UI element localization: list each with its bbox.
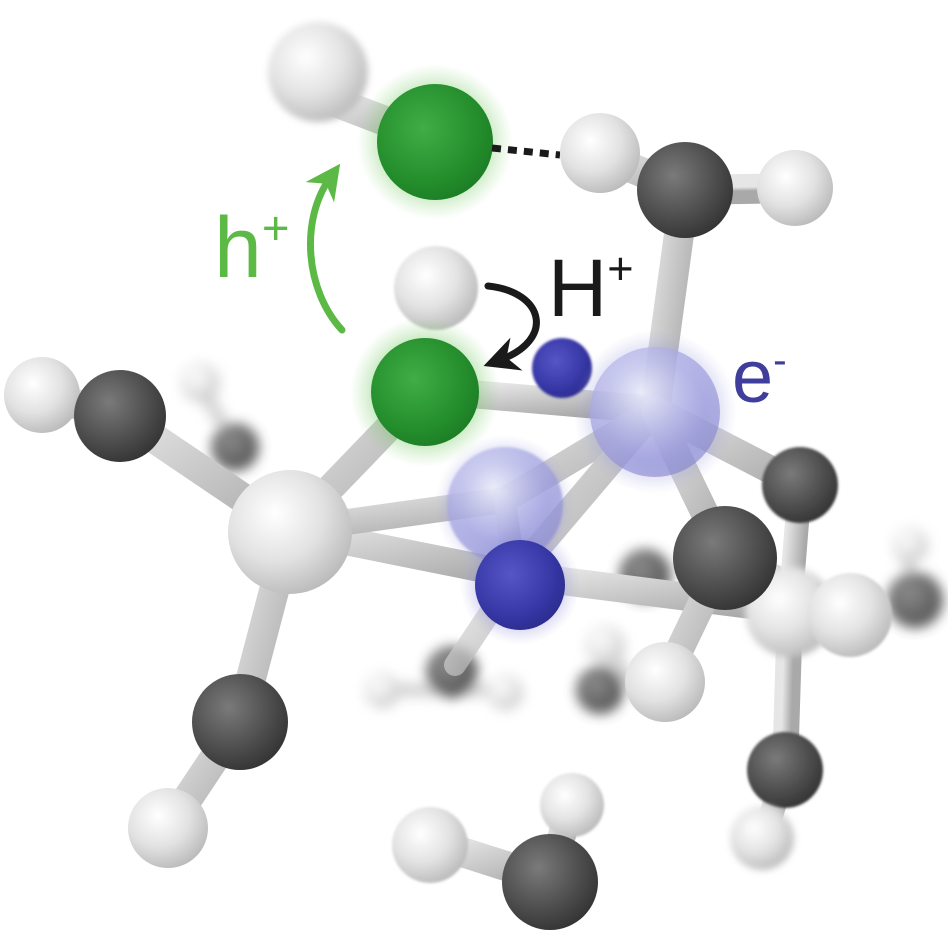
proton-transfer-arrow	[483, 282, 540, 371]
proton-label-base: H	[548, 243, 608, 334]
hydrogen-atom	[4, 357, 80, 433]
hydrogen-atom	[128, 788, 208, 868]
water-molecule-bottom	[392, 773, 604, 930]
methanol-molecule-left	[4, 357, 166, 462]
carbon-atom	[673, 506, 777, 610]
carbon-atom	[747, 732, 823, 808]
carbon-atom	[502, 834, 598, 930]
adsorbed-green-atom	[350, 317, 500, 467]
light-metal-atom	[745, 567, 835, 657]
hydrogen-atom	[560, 113, 640, 193]
electron-label-charge: -	[773, 336, 787, 383]
carbon-atom	[637, 142, 733, 238]
methanol-molecule-right	[560, 113, 833, 238]
green-oxygen-atom	[377, 84, 493, 200]
hydrogen-atom	[625, 642, 705, 722]
hydrogen-atom	[808, 573, 892, 657]
electron-label: e-	[732, 336, 787, 414]
hole-label-charge: +	[261, 201, 290, 255]
methanol-molecule-bottom-left	[128, 674, 288, 868]
proton-label-charge: +	[607, 243, 634, 295]
hydrogen-atom	[540, 773, 604, 837]
right-atoms	[625, 447, 892, 870]
water-molecule-top	[268, 22, 513, 330]
proton-label: H+	[548, 246, 634, 330]
blue-atom	[475, 540, 565, 630]
hydrogen-atom	[268, 22, 368, 122]
electron-label-base: e	[732, 335, 774, 418]
hydrogen-atom	[392, 807, 468, 883]
hydrogen-atom	[757, 150, 833, 226]
blue-glass-atom	[590, 347, 720, 477]
hydrogen-atom	[730, 806, 794, 870]
hole-label-base: h	[214, 200, 262, 296]
carbon-atom	[192, 674, 288, 770]
carbon-atom	[74, 370, 166, 462]
hole-transfer-arrow	[305, 163, 346, 334]
hydrogen-bond-line	[491, 144, 561, 159]
blue-cluster	[435, 330, 737, 645]
hole-label: h+	[214, 205, 289, 291]
green-oxygen-atom	[371, 338, 479, 446]
blue-atom	[532, 338, 592, 398]
hydrogen-atom	[394, 246, 478, 330]
light-metal-atom	[228, 470, 352, 594]
carbon-atom	[762, 447, 838, 523]
